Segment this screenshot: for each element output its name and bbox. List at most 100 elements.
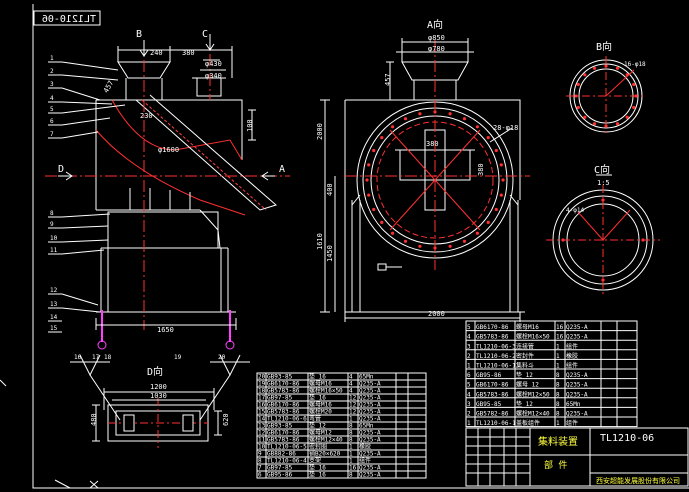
dim-1650: 1650 [157, 326, 174, 334]
bom-cell: Q235-A [566, 411, 588, 418]
bom-cell: 4 [467, 334, 471, 341]
drawing-frame [32, 4, 689, 489]
bom-cell: 垫 12 [309, 422, 326, 430]
bom-cell: GB5783-86 [267, 388, 300, 395]
bolt-hole [475, 125, 479, 129]
bom-cell: 橡胶 [566, 352, 578, 360]
bolt-hole [574, 94, 578, 98]
bom-cell: 1 [349, 416, 353, 423]
dim-phi340: φ340 [205, 72, 222, 80]
company-name: 西安超能发展股份有限公司 [596, 476, 680, 485]
bom-cell: 65Mn [359, 374, 374, 381]
bolt-hole [380, 220, 384, 224]
bolt-hole [615, 122, 620, 126]
bolt-hole [601, 198, 605, 202]
dim-457-left: 457 [102, 79, 115, 94]
bom-cell: GB5782-86 [476, 411, 509, 418]
bom-cell: 螺栓M12×40 [309, 436, 343, 444]
bom-cell: GB6170-86 [476, 324, 509, 331]
bom-cell: 8 [349, 423, 353, 430]
bom-cell: 销B20×620 [309, 450, 341, 458]
bom-cell: 16 [556, 324, 564, 331]
bom-cell: 弯管 [309, 415, 321, 423]
bom-cell: 16 [556, 334, 564, 341]
side-view-title: A向 [427, 18, 443, 31]
side-view-bolts [365, 110, 505, 250]
drawing-name: 集料装置 [538, 435, 578, 448]
part-balloon: 3 [50, 81, 54, 88]
bom-cell: 垫 12 [516, 400, 533, 408]
dim-620: 620 [222, 413, 230, 426]
bottom-view-title: D向 [147, 365, 163, 378]
bom-cell: 9 [258, 451, 262, 458]
bottom-view-annotations: D向 1200 1030 480 620 [90, 365, 230, 426]
bolt-hole [583, 73, 587, 77]
dim-phi850: φ850 [428, 34, 445, 42]
bom-cell: GB97-85 [267, 395, 293, 402]
bom-cell: 12 [349, 409, 357, 416]
bom-cell: 16 [349, 465, 357, 472]
bom-cell: 65Mn [566, 401, 581, 408]
bom-cell: 8 [556, 372, 560, 379]
part-balloon: 7 [50, 131, 54, 138]
bom-cell: 8 [349, 437, 353, 444]
bom-cell: TL1210-06-3 [476, 343, 516, 350]
dim-16-phi18: 16-φ18 [624, 61, 646, 68]
bom-cell: 8 [556, 401, 560, 408]
title-block-text: 集料装置 TL1210-06 部 件 西安超能发展股份有限公司 [538, 433, 680, 485]
part-balloon: 15 [50, 325, 58, 332]
bolt-hole [501, 178, 505, 182]
bom-cell: 1 [556, 343, 560, 350]
bolt-hole [433, 110, 437, 114]
bom-cell: Q235-A [359, 451, 381, 458]
part-balloon: 16 [74, 354, 82, 361]
bolt-hole [583, 115, 587, 119]
bom-cell: GB95-86 [476, 372, 502, 379]
part-balloon: 14 [50, 314, 58, 321]
bolt-hole [462, 239, 467, 243]
dim-400-vertical: 400 [326, 183, 334, 196]
bom-cell: Q235-A [566, 334, 588, 341]
bolt-hole [403, 239, 408, 243]
bom-cell: 垫 16 [309, 373, 326, 381]
bom-cell: GB95-86 [267, 472, 293, 479]
bom-cell: Q235-A [359, 381, 381, 388]
dim-phi430: φ430 [205, 60, 222, 68]
dim-28-phi18: 28-φ18 [493, 124, 518, 132]
detail-c-scale: 1:5 [597, 179, 610, 187]
bom-cell: 2 [467, 411, 471, 418]
bom-cell: 螺栓M12×50 [516, 390, 550, 398]
bolt-hole [418, 112, 422, 116]
part-balloon: 10 [50, 235, 58, 242]
bolt-hole [601, 278, 605, 282]
bom-cell: 垫 16 [309, 471, 326, 479]
bolt-hole [561, 238, 565, 242]
bom-cell: 5 [467, 324, 471, 331]
bolt-hole [403, 117, 408, 121]
bom-cell: 1 [556, 353, 560, 360]
bolt-hole [367, 193, 371, 197]
part-balloon: 2 [50, 68, 54, 75]
bom-cell: Q235-A [359, 402, 381, 409]
bom-cell: 组件 [566, 342, 578, 350]
part-balloon: 1 [50, 55, 54, 62]
bom-cell: 20 [258, 374, 266, 381]
bom-cell: 6 [258, 472, 262, 479]
part-balloon: 6 [50, 118, 54, 125]
bom-cell: 10 [258, 444, 266, 451]
bolt-hole [632, 82, 636, 87]
bom-cell: TL1210-06-6 [267, 416, 307, 423]
detail-b-bolts [574, 64, 638, 128]
side-view-annotations: A向 φ850 φ780 457 2000 400 1610 1450 2000… [316, 18, 518, 318]
drawing-code: TL1210-06 [600, 433, 654, 444]
bolt-hole [372, 148, 376, 153]
dim-380-side-2: 380 [477, 163, 485, 176]
bom-cell: 8 [349, 472, 353, 479]
bom-cell: 12 [349, 395, 357, 402]
bom-cell: Q235-A [566, 324, 588, 331]
part-balloon: 12 [50, 287, 58, 294]
arrow-label-d: D [58, 164, 64, 175]
